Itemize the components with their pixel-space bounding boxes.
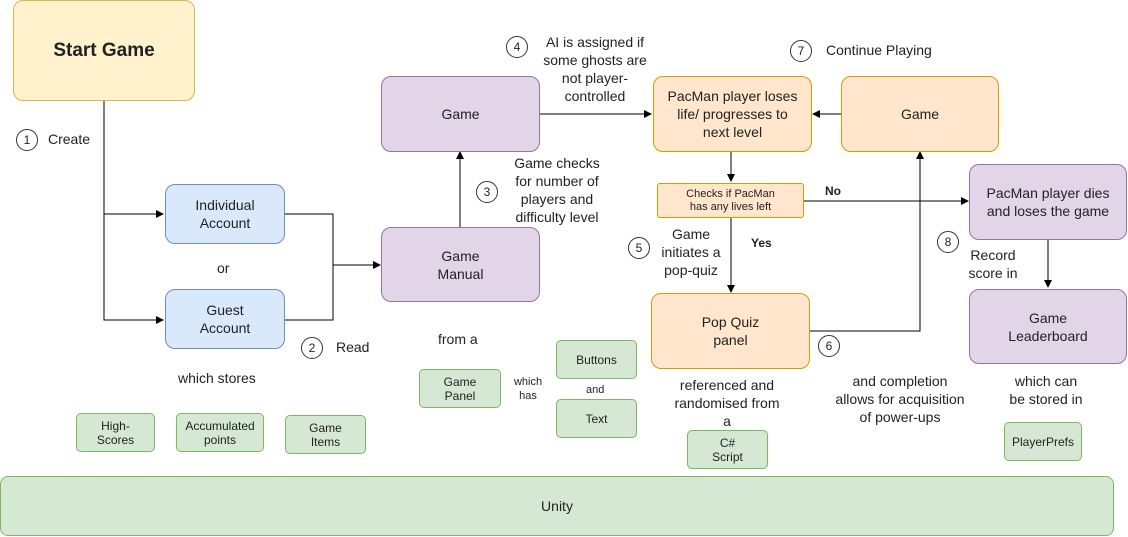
- step-2-badge: 2: [301, 337, 323, 359]
- step-3-badge: 3: [476, 181, 498, 203]
- step-7-label: Continue Playing: [826, 42, 932, 58]
- step-1-badge: 1: [16, 129, 38, 151]
- from-a-label: from a: [438, 331, 478, 347]
- step-8-badge: 8: [937, 231, 959, 253]
- yes-label: Yes: [751, 236, 772, 250]
- edge-quiz-to-game-continue: [810, 151, 924, 332]
- step-4-badge: 4: [506, 36, 528, 58]
- game-items-node[interactable]: Game Items: [285, 415, 366, 454]
- which-stores-label: which stores: [178, 370, 256, 386]
- step-3-label: Game checks for number of players and di…: [514, 155, 600, 225]
- step-5-badge: 5: [628, 237, 650, 259]
- edge-start-to-individual: [103, 101, 164, 218]
- step-4-label: AI is assigned if some ghosts are not pl…: [543, 34, 647, 104]
- step-1-label: Create: [48, 131, 91, 147]
- pop-quiz-panel-node[interactable]: Pop Quiz panel: [651, 293, 810, 369]
- edge-guest-to-manual: [285, 265, 334, 321]
- player-prefs-node[interactable]: PlayerPrefs: [1004, 422, 1082, 461]
- or-label: or: [217, 260, 230, 276]
- step-6-badge: 6: [818, 335, 840, 357]
- step-8-label: Record score in: [968, 247, 1018, 281]
- text-node[interactable]: Text: [556, 399, 637, 438]
- buttons-node[interactable]: Buttons: [556, 340, 637, 379]
- game-node[interactable]: Game: [381, 76, 540, 152]
- checks-lives-node[interactable]: Checks if PacMan has any lives left: [657, 183, 804, 218]
- edge-individual-to-manual: [285, 213, 381, 269]
- step-7-badge: 7: [790, 40, 812, 62]
- no-label: No: [825, 184, 841, 198]
- start-game-node[interactable]: Start Game: [13, 0, 195, 101]
- game-continue-node[interactable]: Game: [841, 76, 999, 152]
- step-2-label: Read: [336, 339, 370, 355]
- game-panel-node[interactable]: Game Panel: [419, 369, 501, 408]
- which-has-label: which has: [513, 376, 543, 402]
- high-scores-node[interactable]: High- Scores: [76, 413, 155, 452]
- referenced-label: referenced and randomised from a: [674, 377, 780, 429]
- individual-account-node[interactable]: Individual Account: [165, 184, 285, 244]
- pacman-dies-node[interactable]: PacMan player dies and loses the game: [969, 164, 1127, 240]
- which-can-label: which can be stored in: [1009, 373, 1083, 407]
- accumulated-points-node[interactable]: Accumulated points: [176, 413, 264, 452]
- step-6-label: and completion allows for acquisition of…: [835, 373, 965, 425]
- unity-node[interactable]: Unity: [0, 476, 1114, 536]
- pacman-loses-life-node[interactable]: PacMan player loses life/ progresses to …: [653, 76, 812, 152]
- guest-account-node[interactable]: Guest Account: [165, 289, 285, 349]
- and-label: and: [586, 384, 605, 396]
- step-5-label: Game initiates a pop-quiz: [661, 226, 721, 278]
- game-manual-node[interactable]: Game Manual: [381, 227, 540, 302]
- edge-start-to-guest: [103, 214, 164, 324]
- csharp-script-node[interactable]: C# Script: [687, 430, 768, 469]
- game-leaderboard-node[interactable]: Game Leaderboard: [969, 289, 1127, 364]
